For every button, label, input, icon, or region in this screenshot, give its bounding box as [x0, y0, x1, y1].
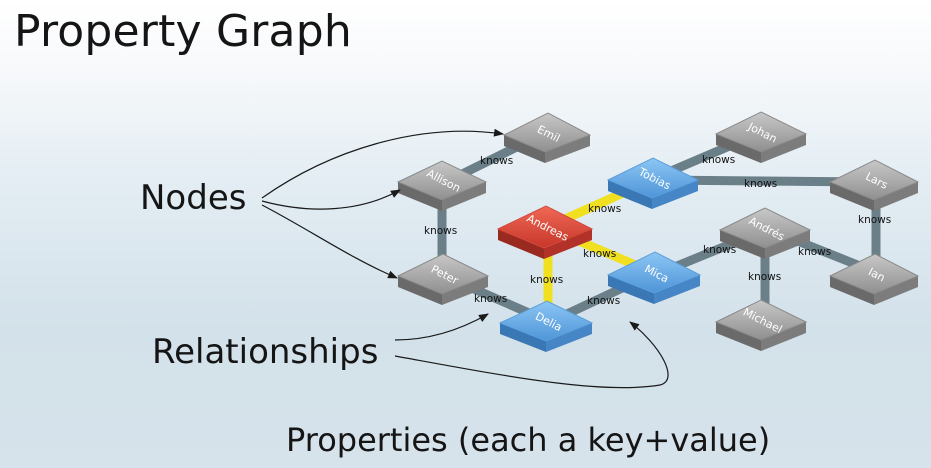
edge-label-allison-peter: knows: [424, 225, 457, 237]
nodes-arrow-emil: [261, 128, 504, 199]
node-ian: Ian: [828, 253, 920, 305]
nodes-arrow-allison: [261, 189, 401, 210]
relationships-arrow-left: [394, 313, 489, 341]
edge-label-tobias-lars: knows: [744, 178, 777, 190]
graph-nodes: Emil Allison Peter Tobias: [396, 111, 920, 352]
edge-label-mica-andres: knows: [703, 244, 736, 256]
edge-label-andres-michael: knows: [748, 271, 781, 283]
edge-label-tobias-johan: knows: [702, 154, 735, 166]
callout-arrows: [261, 128, 669, 389]
edge-label-andreas-mica: knows: [583, 248, 616, 260]
edge-label-lars-ian: knows: [858, 214, 891, 226]
slide-title: Property Graph: [14, 6, 352, 57]
node-delia: Delia: [498, 300, 594, 352]
node-mica: Mica: [606, 251, 702, 304]
node-allison: Allison: [396, 160, 488, 211]
node-andreas: Andreas: [496, 205, 594, 259]
edge-label-peter-delia: knows: [474, 293, 507, 305]
edge-label-andreas-delia: knows: [530, 274, 563, 286]
node-andres: Andrés: [718, 207, 812, 259]
edge-labels: knows knows knows knows knows knows know…: [424, 154, 891, 307]
edge-label-andreas-tobias: knows: [588, 203, 621, 215]
nodes-arrow-peter: [261, 204, 398, 279]
node-emil: Emil: [502, 112, 592, 163]
edge-label-allison-emil: knows: [480, 155, 513, 167]
node-michael: Michael: [714, 299, 808, 351]
nodes-label: Nodes: [140, 178, 247, 218]
relationships-label: Relationships: [152, 332, 379, 372]
edge-label-andres-ian: knows: [798, 246, 831, 258]
node-peter: Peter: [396, 253, 490, 305]
node-lars: Lars: [828, 159, 920, 211]
relationships-arrow-right: [394, 321, 669, 389]
properties-label: Properties (each a key+value): [286, 421, 771, 459]
node-tobias: Tobias: [606, 157, 700, 209]
edge-label-delia-mica: knows: [587, 295, 620, 307]
node-johan: Johan: [714, 111, 808, 163]
